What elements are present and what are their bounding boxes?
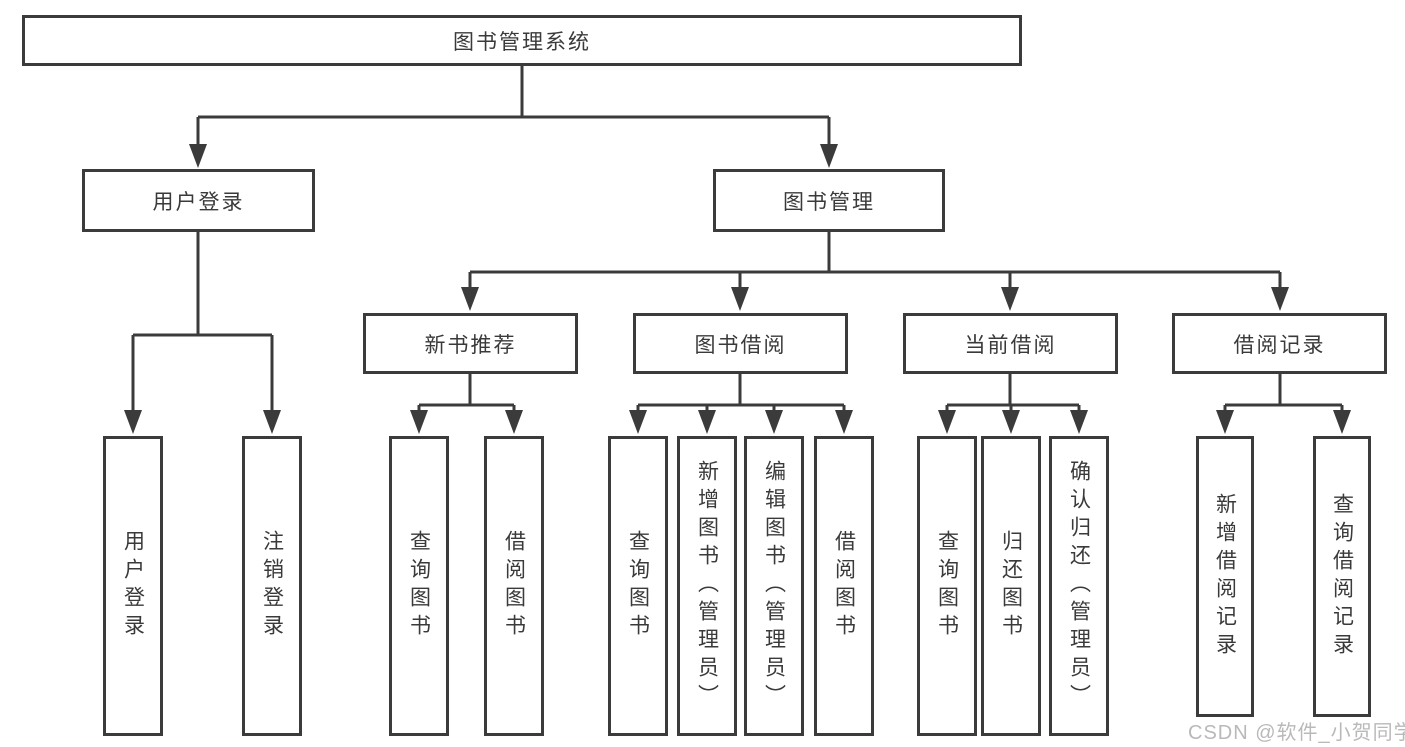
- node-label: 查询图书: [935, 530, 959, 642]
- leaf-confirm-return-admin: 确认归还（管理员）: [1049, 436, 1109, 736]
- arrowhead-down-icon: [461, 287, 479, 311]
- leaf-borrow-books: 借阅图书: [814, 436, 874, 736]
- node-new-book-recommend: 新书推荐: [363, 313, 578, 374]
- arrowhead-down-icon: [505, 410, 523, 434]
- node-label: 图书管理系统: [453, 30, 591, 54]
- leaf-query-books-borrow: 查询图书: [608, 436, 668, 736]
- leaf-return-book: 归还图书: [981, 436, 1041, 736]
- arrowhead-down-icon: [1002, 410, 1020, 434]
- leaf-logout: 注销登录: [242, 436, 302, 736]
- arrowhead-down-icon: [629, 410, 647, 434]
- connector-bookmgmt-to-level3: [468, 232, 1282, 289]
- node-borrowing-records: 借阅记录: [1172, 313, 1387, 374]
- node-label: 当前借阅: [964, 333, 1057, 357]
- arrowhead-down-icon: [938, 410, 956, 434]
- node-label: 图书管理: [783, 190, 875, 214]
- leaf-query-books-current: 查询图书: [917, 436, 977, 736]
- arrowhead-down-icon: [189, 144, 207, 168]
- node-label: 借阅图书: [502, 530, 526, 642]
- arrowhead-down-icon: [765, 410, 783, 434]
- node-label: 新增图书（管理员）: [695, 460, 719, 712]
- arrowhead-down-icon: [820, 144, 838, 168]
- node-label: 新增借阅记录: [1213, 492, 1237, 661]
- node-current-borrowing: 当前借阅: [903, 313, 1118, 374]
- node-user-login: 用户登录: [82, 169, 315, 232]
- leaf-add-book-admin: 新增图书（管理员）: [677, 436, 737, 736]
- watermark-text: CSDN @软件_小贺同学: [1188, 722, 1405, 744]
- node-label: 注销登录: [260, 530, 284, 642]
- connector-borrow-to-leaves: [636, 374, 846, 412]
- connector-userlogin-to-leaves: [131, 232, 274, 413]
- node-label: 确认归还（管理员）: [1067, 460, 1091, 712]
- arrowhead-down-icon: [698, 410, 716, 434]
- arrowhead-down-icon: [731, 287, 749, 311]
- node-root-system: 图书管理系统: [22, 15, 1022, 66]
- node-label: 新书推荐: [424, 333, 517, 357]
- node-label: 查询图书: [407, 530, 431, 642]
- arrowhead-down-icon: [1271, 287, 1289, 311]
- node-label: 编辑图书（管理员）: [762, 460, 786, 712]
- leaf-user-login: 用户登录: [103, 436, 163, 736]
- node-label: 借阅图书: [832, 530, 856, 642]
- node-label: 查询借阅记录: [1330, 492, 1354, 661]
- arrowhead-down-icon: [835, 410, 853, 434]
- node-label: 查询图书: [626, 530, 650, 642]
- node-label: 借阅记录: [1233, 333, 1326, 357]
- arrowhead-down-icon: [1216, 410, 1234, 434]
- leaf-query-borrow-record: 查询借阅记录: [1313, 436, 1371, 717]
- node-label: 归还图书: [999, 530, 1023, 642]
- leaf-edit-book-admin: 编辑图书（管理员）: [744, 436, 804, 736]
- connector-root-to-level2: [196, 66, 831, 146]
- connector-newbook-to-leaves: [417, 374, 516, 412]
- node-label: 用户登录: [121, 530, 145, 642]
- leaf-borrow-books-recommend: 借阅图书: [484, 436, 544, 736]
- leaf-query-books-recommend: 查询图书: [389, 436, 449, 736]
- node-label: 图书借阅: [694, 333, 787, 357]
- connector-current-to-leaves: [945, 374, 1081, 412]
- arrowhead-down-icon: [410, 410, 428, 434]
- connector-records-to-leaves: [1223, 374, 1344, 412]
- leaf-add-borrow-record: 新增借阅记录: [1196, 436, 1254, 717]
- arrowhead-down-icon: [1001, 287, 1019, 311]
- arrowhead-down-icon: [1333, 410, 1351, 434]
- node-book-borrowing: 图书借阅: [633, 313, 848, 374]
- arrowhead-down-icon: [124, 410, 142, 434]
- arrowhead-down-icon: [1070, 410, 1088, 434]
- node-label: 用户登录: [152, 190, 245, 214]
- arrowhead-down-icon: [263, 410, 281, 434]
- node-book-management: 图书管理: [713, 169, 945, 232]
